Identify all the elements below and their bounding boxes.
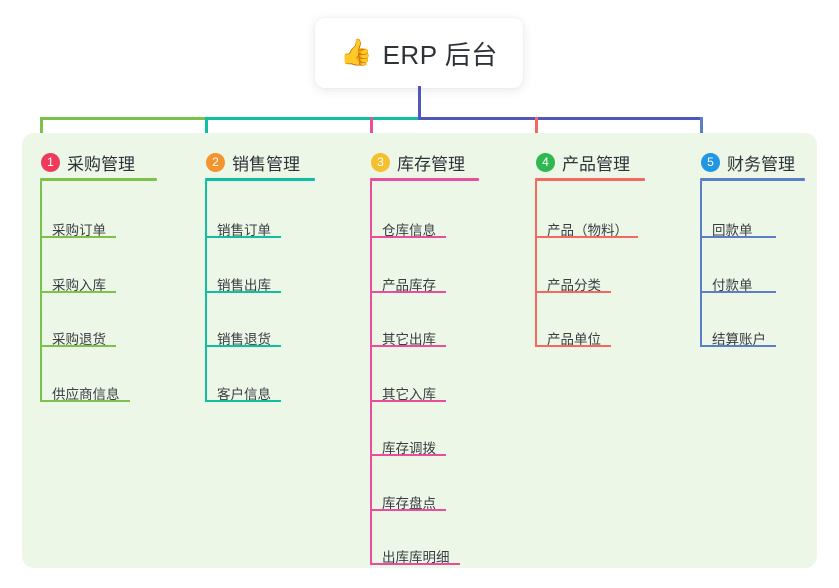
leaf-underline	[535, 236, 638, 238]
leaf-item[interactable]: 其它入库	[382, 386, 436, 402]
root-stem-line	[417, 86, 421, 120]
leaf-underline	[205, 236, 281, 238]
leaf-underline	[40, 236, 116, 238]
leaf-underline	[40, 290, 116, 293]
leaf-item[interactable]: 供应商信息	[52, 386, 120, 402]
leaf-item[interactable]: 产品单位	[547, 332, 601, 347]
branch-title-4: 产品管理	[562, 155, 630, 174]
leaf-underline	[205, 290, 281, 293]
branch-header-1[interactable]: 1 采购管理	[41, 150, 135, 175]
leaf-item[interactable]: 采购退货	[52, 332, 106, 347]
leaf-item[interactable]: 采购入库	[52, 277, 106, 293]
bus-segment-left	[39, 117, 208, 120]
leaf-item[interactable]: 采购订单	[52, 223, 106, 238]
leaf-underline	[700, 345, 776, 347]
branch-header-4[interactable]: 4 产品管理	[536, 150, 630, 175]
branch-drop-line-2	[204, 117, 208, 142]
leaf-underline	[370, 399, 446, 402]
leaf-underline	[205, 399, 281, 402]
leaf-underline	[535, 290, 611, 293]
branch-spine-3	[370, 181, 372, 563]
leaf-item[interactable]: 销售退货	[217, 332, 271, 347]
branch-badge-2: 2	[206, 153, 225, 172]
leaf-underline	[370, 345, 446, 347]
branch-underline-3	[369, 178, 479, 181]
branch-title-2: 销售管理	[232, 155, 300, 174]
leaf-underline	[40, 345, 116, 347]
leaf-item[interactable]: 产品（物料）	[547, 223, 628, 238]
branch-drop-line-5	[699, 117, 703, 142]
leaf-item[interactable]: 库存调拨	[382, 441, 436, 456]
branch-underline-1	[39, 178, 157, 181]
branch-badge-4: 4	[536, 153, 555, 172]
leaf-underline	[370, 290, 446, 293]
leaf-item[interactable]: 回款单	[712, 223, 753, 238]
leaf-item[interactable]: 产品库存	[382, 277, 436, 293]
branch-badge-5: 5	[701, 153, 720, 172]
root-node-card[interactable]: 👍 ERP 后台	[315, 18, 523, 88]
leaf-item[interactable]: 库存盘点	[382, 495, 436, 511]
branch-title-3: 库存管理	[397, 155, 465, 174]
leaf-underline	[40, 399, 130, 402]
leaf-underline	[205, 345, 281, 347]
leaf-item[interactable]: 结算账户	[712, 332, 766, 347]
leaf-underline	[700, 236, 776, 238]
leaf-underline	[535, 345, 611, 347]
leaf-underline	[370, 508, 446, 511]
branch-spine-2	[205, 181, 207, 400]
leaf-item[interactable]: 客户信息	[217, 386, 271, 402]
bus-segment-right	[417, 117, 703, 120]
branch-header-2[interactable]: 2 销售管理	[206, 150, 300, 175]
branch-header-5[interactable]: 5 财务管理	[701, 150, 795, 175]
leaf-underline	[700, 290, 776, 293]
branch-title-1: 采购管理	[67, 155, 135, 174]
branch-underline-4	[534, 178, 645, 181]
leaf-underline	[370, 454, 446, 456]
branch-underline-5	[699, 178, 805, 181]
branch-badge-3: 3	[371, 153, 390, 172]
leaf-underline	[370, 563, 460, 565]
leaf-item[interactable]: 仓库信息	[382, 223, 436, 238]
leaf-item[interactable]: 付款单	[712, 277, 753, 293]
leaf-item[interactable]: 销售订单	[217, 223, 271, 238]
root-node-title: ERP 后台	[382, 39, 498, 70]
branch-spine-5	[700, 181, 702, 345]
branch-badge-1: 1	[41, 153, 60, 172]
branch-drop-line-1	[39, 117, 43, 142]
branch-drop-line-3	[369, 117, 373, 142]
branches-panel	[22, 133, 817, 568]
thumbs-up-icon: 👍	[340, 38, 373, 68]
branch-underline-2	[204, 178, 315, 181]
leaf-item[interactable]: 销售出库	[217, 277, 271, 293]
leaf-underline	[370, 236, 446, 238]
branch-spine-1	[40, 181, 42, 400]
branch-header-3[interactable]: 3 库存管理	[371, 150, 465, 175]
leaf-item[interactable]: 其它出库	[382, 332, 436, 347]
branch-drop-line-4	[534, 117, 538, 142]
branch-spine-4	[535, 181, 537, 345]
bus-segment-mid	[204, 117, 421, 120]
leaf-item[interactable]: 出库库明细	[382, 550, 450, 565]
branch-title-5: 财务管理	[727, 155, 795, 174]
leaf-item[interactable]: 产品分类	[547, 277, 601, 293]
